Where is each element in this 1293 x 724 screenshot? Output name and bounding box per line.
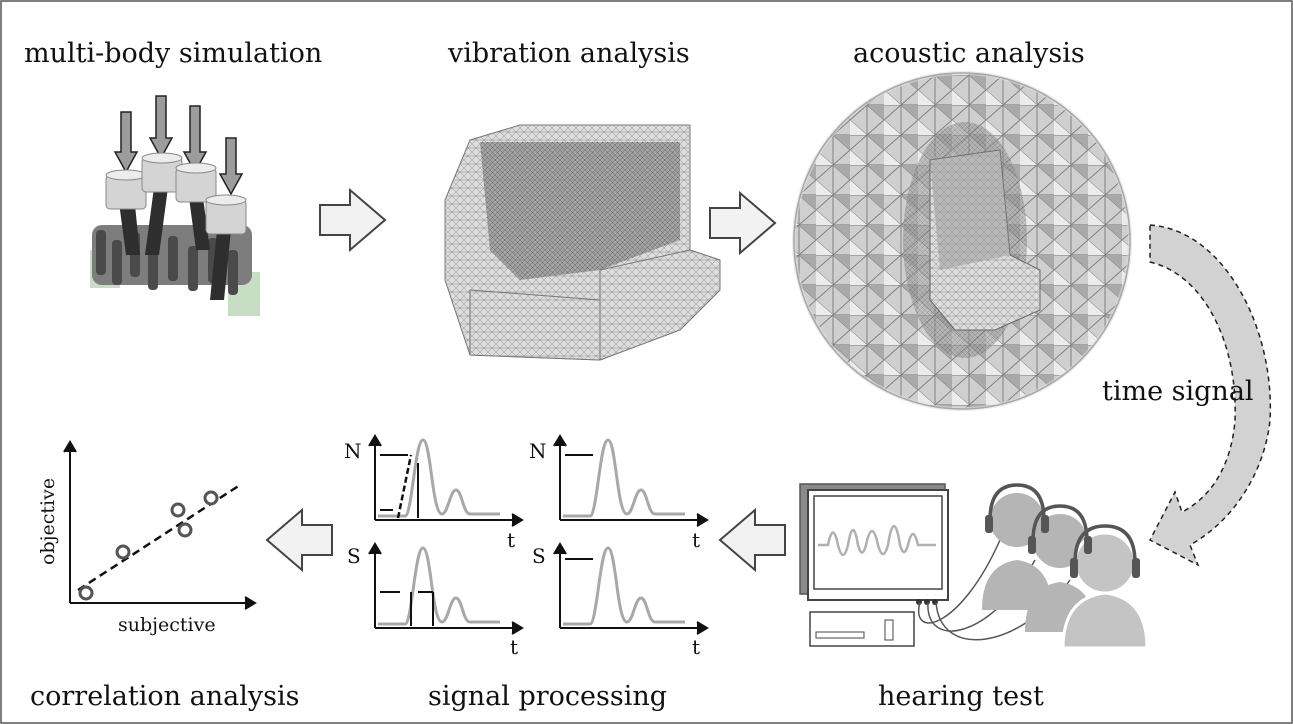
label-acoustic-analysis: acoustic analysis xyxy=(853,38,1085,69)
t-axis-label: t xyxy=(510,635,518,659)
hearing-test-illustration xyxy=(799,483,1149,650)
signal-curves xyxy=(378,438,685,626)
force-arrows xyxy=(113,95,244,196)
acoustic-sphere-mesh xyxy=(792,71,1132,411)
n-axis-label: N xyxy=(529,439,547,463)
n-axis-label: N xyxy=(344,439,362,463)
signal-plot-axes xyxy=(368,434,709,635)
flow-arrow-right xyxy=(319,187,387,253)
y-axis-label: objective xyxy=(37,478,59,565)
engine-crankshaft-illustration xyxy=(90,95,260,316)
label-hearing-test: hearing test xyxy=(878,681,1044,712)
time-signal-arrow xyxy=(1148,224,1272,567)
x-axis-label: subjective xyxy=(118,614,216,636)
t-axis-label: t xyxy=(692,635,700,659)
s-axis-label: S xyxy=(532,544,546,568)
t-axis-label: t xyxy=(507,528,515,552)
correlation-plot: subjective objective xyxy=(37,440,257,636)
label-vibration-analysis: vibration analysis xyxy=(448,38,690,69)
engine-block-mesh xyxy=(444,124,721,361)
s-axis-label: S xyxy=(347,544,361,568)
t-axis-label: t xyxy=(692,528,700,552)
data-points xyxy=(78,490,219,601)
label-time-signal: time signal xyxy=(1102,376,1254,407)
signal-annotations xyxy=(380,454,593,626)
flow-arrow-left xyxy=(718,507,786,573)
label-signal-processing: signal processing xyxy=(428,681,668,712)
label-correlation-analysis: correlation analysis xyxy=(30,681,300,712)
label-multi-body-simulation: multi-body simulation xyxy=(24,38,323,69)
flow-arrow-right xyxy=(709,190,777,256)
flow-arrow-left xyxy=(265,507,333,573)
